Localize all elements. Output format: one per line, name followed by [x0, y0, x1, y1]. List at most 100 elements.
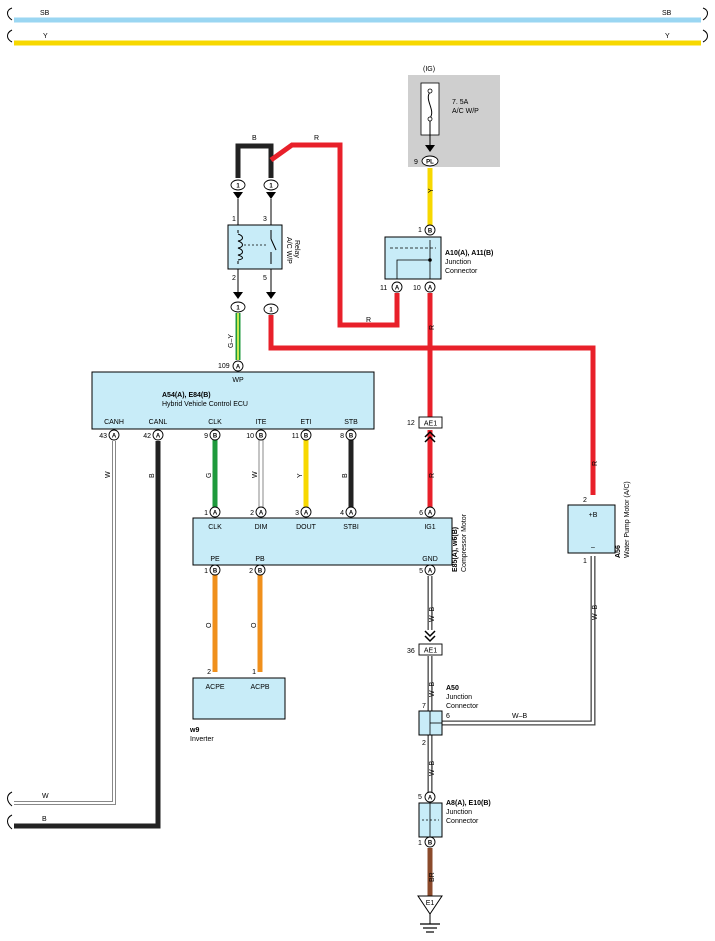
junction-a10-a11: 1 B 11 A 10 A A10(A), A11(B) Junction Co… [366, 224, 493, 330]
ecu-term-connector [255, 429, 267, 441]
ecu-term-connector [209, 429, 221, 441]
a8-bottom-conn: B [428, 841, 433, 847]
relay-top-right-conn: 1 [269, 184, 273, 190]
relay-pin-3: 3 [263, 216, 267, 223]
inverter-title: w9 [189, 727, 199, 734]
motor-bottom-pin: 1 [204, 568, 208, 575]
wire-w-canh [14, 441, 115, 804]
ecu-term-pin: 43 [99, 433, 107, 440]
ecu-title: A54(A), E84(B) [162, 392, 211, 399]
motor-bottom-connector [254, 564, 266, 576]
a50-wire-below: W–B [429, 761, 436, 777]
ecu-term-wire: W [105, 471, 112, 478]
jc-a10-left-conn: A [395, 286, 400, 292]
ground-name: E1 [426, 900, 435, 907]
ae1-upper-name: AE1 [424, 421, 437, 428]
ecu-term-connector [152, 429, 164, 441]
relay-pin-2: 2 [232, 275, 236, 282]
ecu-wp-conn: A [236, 365, 241, 371]
a50-line3: Connector [446, 703, 479, 710]
left-break-marks: W B [7, 791, 49, 830]
fuse-group-label: (IG) [423, 66, 435, 73]
inverter-term-label: ACPE [205, 684, 224, 691]
pump-title: A56 [615, 545, 622, 558]
ecu-term-label: ETI [301, 419, 312, 426]
a8-pin-top: 5 [418, 794, 422, 801]
inverter-subtitle: Inverter [190, 736, 214, 743]
fuse-wire-y: Y [428, 188, 435, 193]
ecu-term-pin: 10 [246, 433, 254, 440]
inverter-wire-o-1: O [206, 622, 213, 628]
a50-line2: Junction [446, 694, 472, 701]
pump-wire-r: R [592, 461, 599, 466]
sb-label-left: SB [40, 10, 50, 17]
relay-name-1: A/C W/P [285, 237, 292, 264]
a8-line3: Connector [446, 818, 479, 825]
motor-title: E85(A), w6(B) [452, 527, 459, 572]
motor-top-label: CLK [208, 524, 222, 531]
inverter-pin: 2 [207, 669, 211, 676]
ground-icon [417, 895, 443, 915]
jc-a10-line3: Connector [445, 268, 478, 275]
ae1-lower-name: AE1 [424, 648, 437, 655]
wire-b-relay-loop [235, 143, 274, 178]
relay-wire-r: R [314, 135, 319, 142]
ecu-term-label: STB [344, 419, 358, 426]
relay-name-2: Relay [293, 240, 300, 258]
motor-bottom-pin: 2 [249, 568, 253, 575]
fuse-connector: PL [426, 160, 434, 166]
motor-top-pin: 2 [250, 510, 254, 517]
y-label-right: Y [665, 33, 670, 40]
relay-pin-5: 5 [263, 275, 267, 282]
hybrid-vehicle-control-ecu: 109 A WP A54(A), E84(B) Hybrid Vehicle C… [91, 360, 375, 478]
y-label-left: Y [43, 33, 48, 40]
jc-a10-line2: Junction [445, 259, 471, 266]
ecu-term-conn: B [304, 434, 309, 440]
ecu-term-conn: B [213, 434, 218, 440]
ecu-term-connector [300, 429, 312, 441]
motor-bottom-label: PB [255, 556, 265, 563]
pump-subtitle: Water Pump Motor (A/C) [624, 481, 631, 558]
motor-bottom-pin: 5 [419, 568, 423, 575]
ecu-subtitle: Hybrid Vehicle Control ECU [162, 401, 248, 408]
ac-wp-relay: B R 1 1 1 3 2 5 A/C W/P Relay 1 1 G–Y [227, 135, 319, 348]
ae1-lower-chevron-icon [424, 630, 436, 643]
pump-pin-bottom: 1 [583, 558, 587, 565]
motor-bottom-connector [424, 564, 436, 576]
gnd-wire-wb-2: W–B [429, 682, 436, 698]
ae1-lower-pin: 36 [407, 648, 415, 655]
fuse-block: (IG) 7. 5A A/C W/P 9 PL Y [408, 66, 500, 193]
ecu-term-label: CANH [104, 419, 124, 426]
ground-path: W–B 36 AE1 W–B 7 6 2 A50 Junction Connec… [407, 607, 528, 933]
fuse-rating: 7. 5A [452, 99, 469, 106]
inverter-term-label: ACPB [250, 684, 269, 691]
ecu-term-conn: B [259, 434, 264, 440]
connector-ae1-upper: 12 AE1 R [407, 416, 443, 478]
motor-top-label: IG1 [424, 524, 435, 531]
top-bus-wires: SB SB Y Y [7, 7, 708, 46]
gnd-wire-wb-1: W–B [429, 607, 436, 623]
pump-minus: – [591, 544, 595, 551]
wire-b-canl [14, 441, 161, 829]
wire-r-relay-to-pump [268, 315, 596, 495]
jc-a10-wire-r2: R [429, 325, 436, 330]
sb-label-right: SB [662, 10, 672, 17]
inverter-pin: 1 [252, 669, 256, 676]
wire-wb-pump-to-a50 [442, 556, 595, 725]
jc-a10-pin-l: 11 [380, 285, 387, 292]
motor-bottom-conn: B [213, 569, 218, 575]
wires [14, 142, 596, 896]
motor-bottom-conn: A [428, 569, 433, 575]
ecu-term-wire: B [342, 473, 349, 478]
motor-top-label: DOUT [296, 524, 317, 531]
ecu-term-wire: B [149, 473, 156, 478]
ae1-upper-wire: R [429, 473, 436, 478]
ae1-upper-pin: 12 [407, 420, 415, 427]
ecu-wp-pin: 109 [218, 363, 230, 370]
motor-top-label: DIM [255, 524, 268, 531]
motor-bottom-conn: B [258, 569, 263, 575]
jc-a10-wire-r1: R [366, 317, 371, 324]
